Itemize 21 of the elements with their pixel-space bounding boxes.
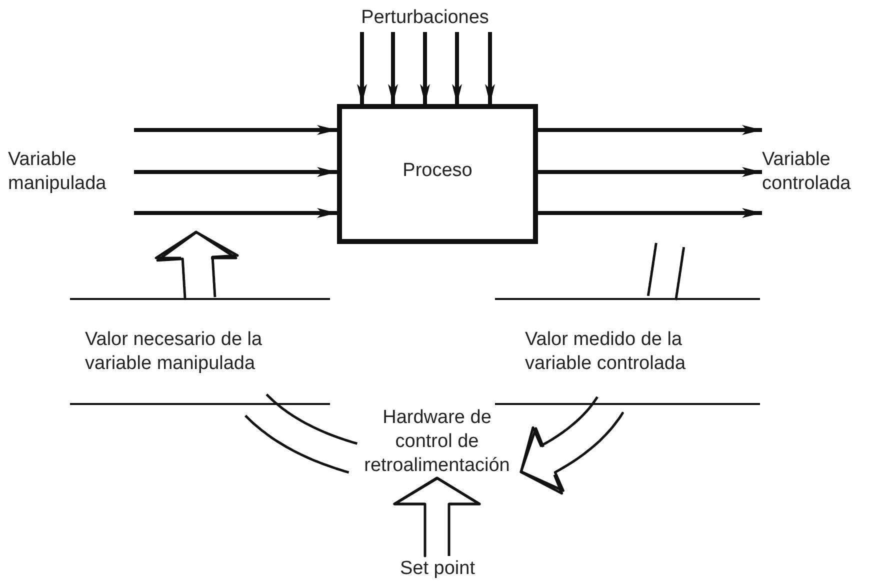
arrow — [357, 32, 367, 104]
label-text: Set point — [390, 556, 485, 582]
double-line-connector — [244, 393, 358, 474]
arrow — [134, 167, 337, 177]
label-text: Perturbaciones — [350, 4, 500, 32]
arrow — [420, 32, 430, 104]
signal-band: Valor necesario de la variable manipulada — [70, 298, 330, 405]
arrow — [538, 208, 762, 218]
arrow — [538, 125, 762, 135]
label-text: Hardware de control de retroalimentación — [353, 405, 521, 478]
arrow — [452, 32, 462, 104]
arrow — [134, 208, 337, 218]
signal-band: Valor medido de la variable controlada — [495, 298, 760, 405]
arrow — [388, 32, 398, 104]
process-box: Proceso — [337, 104, 538, 244]
label-text: Variable controlada — [762, 125, 877, 219]
arrow — [134, 125, 337, 135]
arrow — [485, 32, 495, 104]
label-text: Variable manipulada — [8, 125, 134, 219]
double-line-connector — [646, 242, 686, 302]
arrow — [538, 167, 762, 177]
